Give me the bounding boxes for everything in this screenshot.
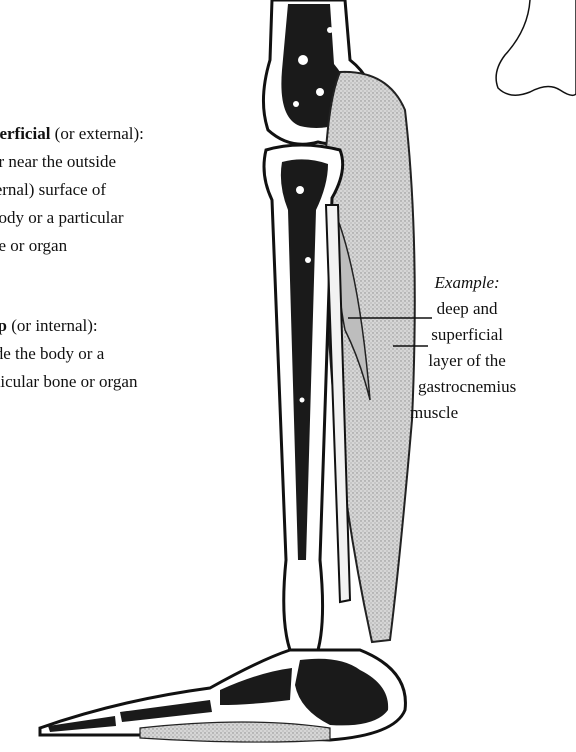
deep-line-2: rticular bone or organ (0, 368, 137, 396)
deep-term: ep (0, 316, 7, 335)
example-line-5: muscle (410, 400, 516, 426)
superficial-definition: perficial (or external): or near the out… (0, 120, 144, 260)
superficial-term: perficial (0, 124, 50, 143)
example-line-1: deep and (418, 296, 516, 322)
example-line-2: superficial (418, 322, 516, 348)
superficial-line-1: or near the outside (0, 148, 144, 176)
deep-line-1: ide the body or a (0, 340, 137, 368)
example-line-3: layer of the (418, 348, 516, 374)
example-heading: Example: (418, 270, 516, 296)
deep-term-line: ep (or internal): (0, 312, 137, 340)
deep-qualifier: (or internal): (11, 316, 97, 335)
example-label: Example: deep and superficial layer of t… (418, 270, 516, 426)
foot-sketch (496, 0, 576, 95)
example-line-4: gastrocnemius (418, 374, 516, 400)
superficial-line-4: ne or organ (0, 232, 144, 260)
deep-definition: ep (or internal): ide the body or a rtic… (0, 312, 137, 396)
superficial-line-2: ternal) surface of (0, 176, 144, 204)
foot-bones (40, 650, 405, 742)
superficial-term-line: perficial (or external): (0, 120, 144, 148)
superficial-qualifier: (or external): (55, 124, 144, 143)
superficial-line-3: body or a particular (0, 204, 144, 232)
